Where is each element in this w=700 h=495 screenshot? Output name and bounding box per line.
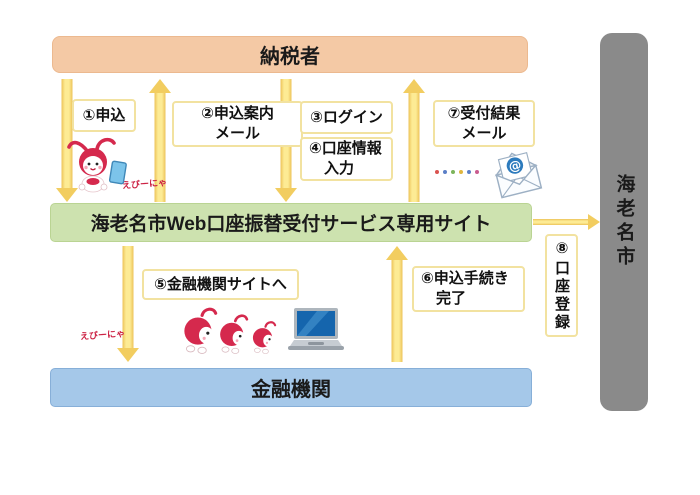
step-5-text: ⑤金融機関サイトへ: [154, 275, 287, 293]
mascot-ebinya-icon: [67, 137, 127, 193]
dot: [459, 170, 463, 174]
laptop-icon: [288, 308, 344, 350]
step-label-3: ③ログイン: [300, 101, 393, 134]
actor-bar-bank: 金融機関: [50, 368, 532, 407]
step-label-7: ⑦受付結果 メール: [433, 100, 535, 147]
mascot-shrimp-icon: [220, 314, 249, 354]
arrow-head: [386, 246, 408, 260]
dot: [475, 170, 479, 174]
arrow-up-result-mail: [403, 79, 425, 202]
arrow-shaft: [154, 92, 166, 202]
step-4-text: ④口座情報 入力: [309, 140, 382, 177]
arrow-shaft: [61, 79, 73, 189]
bank-label: 金融機関: [251, 379, 331, 401]
arrow-shaft: [122, 246, 134, 349]
city-label: 海老名市: [613, 174, 635, 270]
arrow-head: [275, 188, 297, 202]
arrow-head: [149, 79, 171, 93]
arrow-head: [117, 348, 139, 362]
step-3-text: ③ログイン: [310, 108, 383, 126]
dot: [467, 170, 471, 174]
dot: [443, 170, 447, 174]
step-label-6: ⑥申込手続き 完了: [412, 266, 525, 312]
step-label-8: ⑧口座登録: [545, 234, 578, 337]
dot: [451, 170, 455, 174]
step-label-2: ②申込案内 メール: [172, 101, 303, 147]
step-label-1: ①申込: [72, 99, 136, 132]
mascot-shrimp-icon: [252, 321, 277, 354]
arrow-head: [403, 79, 425, 93]
svg-text:@: @: [507, 157, 523, 175]
arrow-shaft: [533, 219, 589, 225]
actor-bar-portal: 海老名市Web口座振替受付サービス専用サイト: [50, 203, 532, 242]
arrow-head: [588, 214, 600, 230]
taxpayer-label: 納税者: [260, 46, 320, 68]
step-label-4: ④口座情報 入力: [300, 137, 393, 181]
step-8-text: ⑧口座登録: [553, 239, 570, 332]
arrow-shaft: [391, 259, 403, 362]
arrow-shaft: [408, 92, 420, 202]
step-2-text: ②申込案内 メール: [201, 105, 274, 142]
mascot-shrimp-icon: [184, 307, 218, 354]
step-7-text: ⑦受付結果 メール: [447, 104, 521, 142]
mail-dots: [435, 170, 479, 174]
arrow-head: [56, 188, 78, 202]
actor-bar-city: 海老名市: [600, 33, 648, 411]
arrow-down-apply: [56, 79, 78, 202]
step-label-5: ⑤金融機関サイトへ: [142, 269, 299, 300]
actor-bar-taxpayer: 納税者: [52, 36, 528, 73]
arrow-up-procedure-done: [386, 246, 408, 362]
step-6-text: ⑥申込手続き 完了: [421, 270, 509, 307]
envelope-icon: @: [494, 151, 543, 199]
arrow-down-to-bank-site: [117, 246, 139, 362]
arrow-right-register: [533, 214, 600, 230]
dot: [435, 170, 439, 174]
arrow-up-guide-mail: [149, 79, 171, 202]
portal-label: 海老名市Web口座振替受付サービス専用サイト: [90, 214, 492, 235]
step-1-text: ①申込: [82, 106, 126, 124]
